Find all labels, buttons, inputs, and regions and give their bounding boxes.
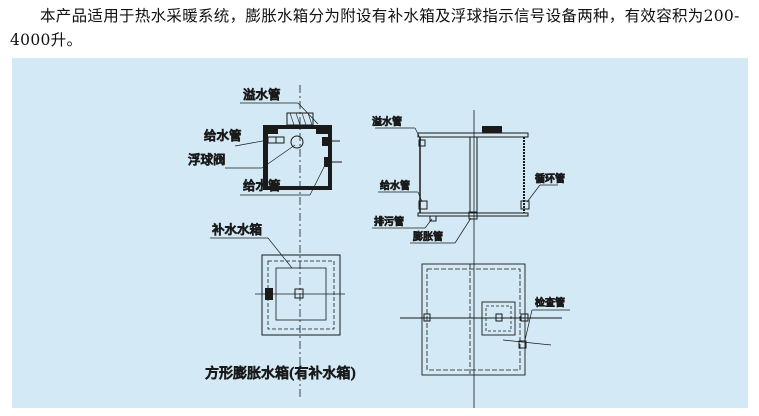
- left-tank-plan: 补水水箱: [210, 222, 345, 336]
- label-expansion-pipe: 膨胀管: [413, 230, 443, 243]
- intro-paragraph: 本产品适用于热水采暖系统，膨胀水箱分为附设有补水箱及浮球指示信号设备两种，有效容…: [10, 7, 740, 49]
- left-tank-elevation: 溢水管 给水管 浮球阀 给水管: [188, 85, 342, 400]
- label-circulation-pipe: 循环管: [535, 172, 565, 185]
- right-tank-plan: 检查管: [400, 263, 570, 376]
- label-inspection-pipe: 检查管: [535, 296, 565, 309]
- diagram-panel: [12, 58, 748, 408]
- caption-square-expansion-tank: 方形膨胀水箱(有补水箱): [205, 365, 356, 382]
- right-tank-elevation: 溢水管 给水管 循环管 排污管 膨胀管: [372, 110, 566, 408]
- label-float-valve: 浮球阀: [188, 152, 226, 167]
- label-makeup-tank: 补水水箱: [212, 222, 262, 237]
- label-supply-pipe-right: 给水管: [380, 179, 410, 192]
- label-overflow-pipe-left: 溢水管: [243, 87, 281, 102]
- label-supply-pipe-bottom-left: 给水管: [243, 178, 281, 193]
- label-overflow-pipe-right: 溢水管: [372, 115, 402, 128]
- label-supply-pipe-top-left: 给水管: [204, 128, 242, 143]
- label-drain-pipe: 排污管: [374, 215, 404, 228]
